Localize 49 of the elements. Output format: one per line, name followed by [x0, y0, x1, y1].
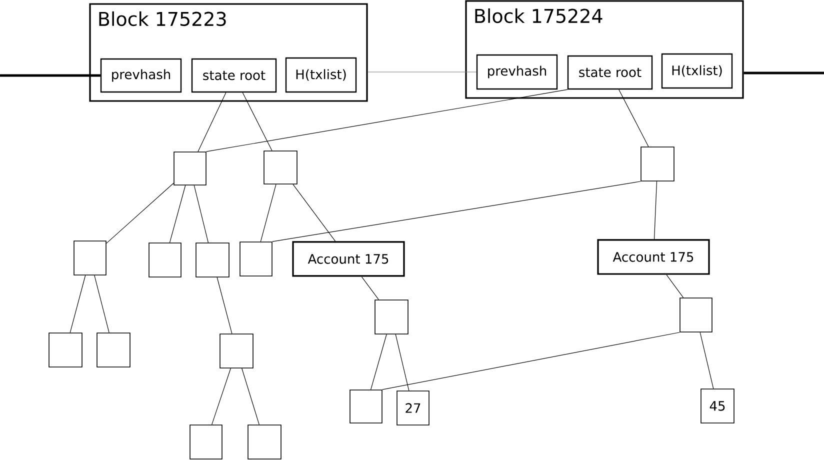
connector-line	[370, 334, 387, 390]
connector-line	[70, 275, 86, 333]
connector-line	[361, 276, 379, 300]
connector-line	[272, 181, 641, 242]
field-box: prevhash	[100, 58, 182, 93]
field-box: prevhash	[476, 54, 558, 90]
field-box: state root	[191, 58, 277, 93]
connector-line	[94, 275, 110, 333]
connector-line	[260, 184, 276, 242]
connector-line	[654, 181, 658, 240]
trie-node-box	[196, 242, 230, 278]
connector-line	[382, 332, 680, 390]
connector-line	[395, 334, 410, 391]
connector-line	[106, 182, 174, 244]
connector-line	[744, 72, 824, 74]
connector-line	[206, 89, 568, 152]
trie-node-box	[350, 390, 382, 424]
connector-line	[0, 74, 100, 77]
trie-node-box	[190, 424, 222, 460]
connector-line	[242, 368, 260, 425]
connector-line	[198, 92, 226, 152]
field-box: Account 175	[292, 241, 405, 277]
connector-line	[292, 184, 336, 242]
field-box: H(txlist)	[661, 53, 733, 89]
field-box: state root	[567, 55, 653, 90]
trie-node-box	[220, 334, 254, 368]
trie-node-box	[74, 240, 106, 276]
trie-node-box	[680, 298, 712, 332]
trie-node-box: 45	[700, 388, 734, 424]
connector-line	[666, 274, 684, 298]
connector-line	[700, 332, 714, 389]
connector-line	[212, 368, 231, 425]
connector-line	[242, 92, 272, 151]
trie-node-box	[148, 242, 182, 278]
trie-node-box: 27	[396, 390, 430, 426]
field-box: H(txlist)	[285, 57, 357, 93]
trie-node-box	[174, 152, 206, 186]
connector-line	[618, 89, 649, 147]
trie-node-box	[248, 424, 282, 460]
trie-node-box	[374, 300, 408, 334]
trie-node-box	[640, 146, 674, 182]
field-box: Account 175	[597, 239, 710, 275]
connector-line	[169, 185, 186, 243]
connector-line	[216, 277, 232, 334]
trie-node-box	[264, 150, 298, 184]
trie-node-box	[240, 242, 272, 276]
trie-node-box	[96, 332, 130, 368]
trie-node-box	[48, 332, 82, 368]
connector-line	[194, 185, 209, 243]
